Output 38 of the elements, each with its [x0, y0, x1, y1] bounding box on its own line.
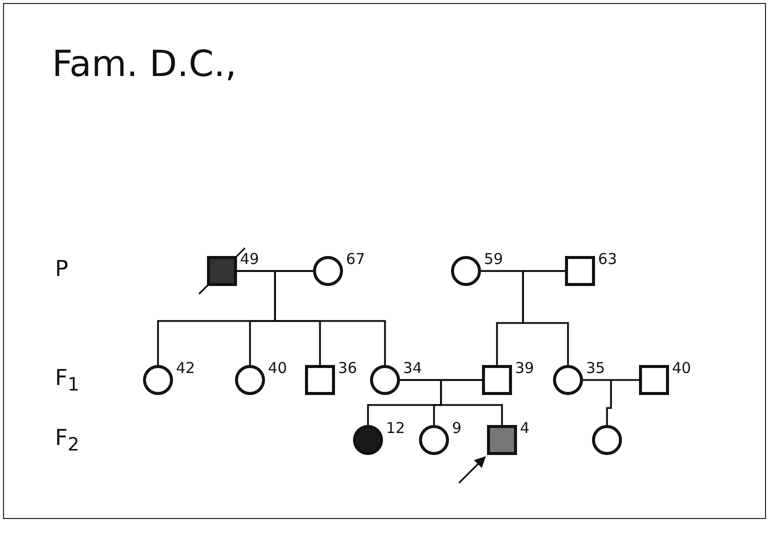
age-label: 12	[386, 421, 406, 436]
female-symbol	[235, 365, 265, 395]
male-symbol	[565, 256, 595, 286]
affected-female-symbol	[353, 425, 383, 455]
female-symbol	[419, 425, 449, 455]
age-label: 40	[672, 361, 692, 376]
age-label: 40	[268, 361, 288, 376]
female-symbol	[553, 365, 583, 395]
affected-male-symbol	[487, 425, 517, 455]
proband-arrow	[458, 456, 486, 484]
male-symbol	[639, 365, 669, 395]
age-label: 67	[346, 252, 366, 267]
descent-line	[440, 379, 503, 425]
generation-label: P	[55, 259, 68, 281]
age-label: 49	[240, 252, 260, 267]
age-label: 42	[176, 361, 196, 376]
age-label: 34	[403, 361, 422, 376]
male-symbol	[482, 365, 512, 395]
age-label: 59	[484, 252, 504, 267]
age-label: 39	[515, 361, 534, 376]
descent-line	[522, 270, 569, 365]
descent-line	[606, 379, 639, 425]
age-label: 63	[598, 252, 618, 267]
age-label: 36	[338, 361, 358, 376]
age-label: 35	[586, 361, 606, 376]
female-symbol	[451, 256, 481, 286]
affected-male-symbol	[207, 256, 237, 286]
generation-label: F$_{2}$	[55, 428, 80, 455]
descent-line	[274, 270, 386, 365]
age-label: 4	[520, 421, 530, 436]
male-symbol	[305, 365, 335, 395]
age-label: 9	[452, 421, 462, 436]
female-symbol	[370, 365, 400, 395]
female-symbol	[143, 365, 173, 395]
female-symbol	[313, 256, 343, 286]
generation-label: F$_{1}$	[55, 368, 80, 395]
title: Fam. D.C.,	[52, 44, 237, 85]
female-symbol	[592, 425, 622, 455]
